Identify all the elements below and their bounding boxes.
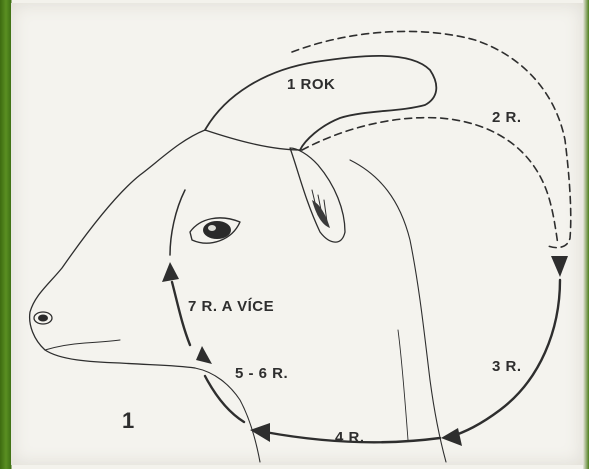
label-years-7-plus: 7 R. A VÍCE [188, 298, 274, 315]
eye-highlight [208, 225, 216, 231]
label-year-2: 2 R. [492, 109, 522, 126]
arrow-years-5-6-up [196, 346, 212, 364]
throat-line [195, 368, 260, 462]
horn-year-2-dashed [292, 31, 571, 247]
horn-year-2-dashed-inner [302, 118, 558, 245]
jaw-line [45, 340, 120, 350]
label-year-3: 3 R. [492, 358, 522, 375]
nostril-fill [38, 315, 48, 322]
label-years-5-6: 5 - 6 R. [235, 365, 288, 382]
arrow-year-4 [441, 428, 462, 446]
horn-year-1 [205, 56, 436, 150]
head-outline [30, 130, 302, 368]
eye-pupil [203, 221, 231, 239]
arrow-into-cycle [551, 256, 568, 277]
label-year-1: 1 ROK [287, 76, 335, 93]
arrow-years-7-plus [162, 262, 179, 282]
neck-line [350, 160, 446, 462]
ear [290, 148, 345, 242]
figure-number: 1 [122, 408, 135, 433]
forehead-line [170, 190, 185, 255]
neck-fur-line [398, 330, 408, 440]
ear-shading [312, 200, 330, 228]
label-year-4: 4 R. [335, 429, 365, 446]
